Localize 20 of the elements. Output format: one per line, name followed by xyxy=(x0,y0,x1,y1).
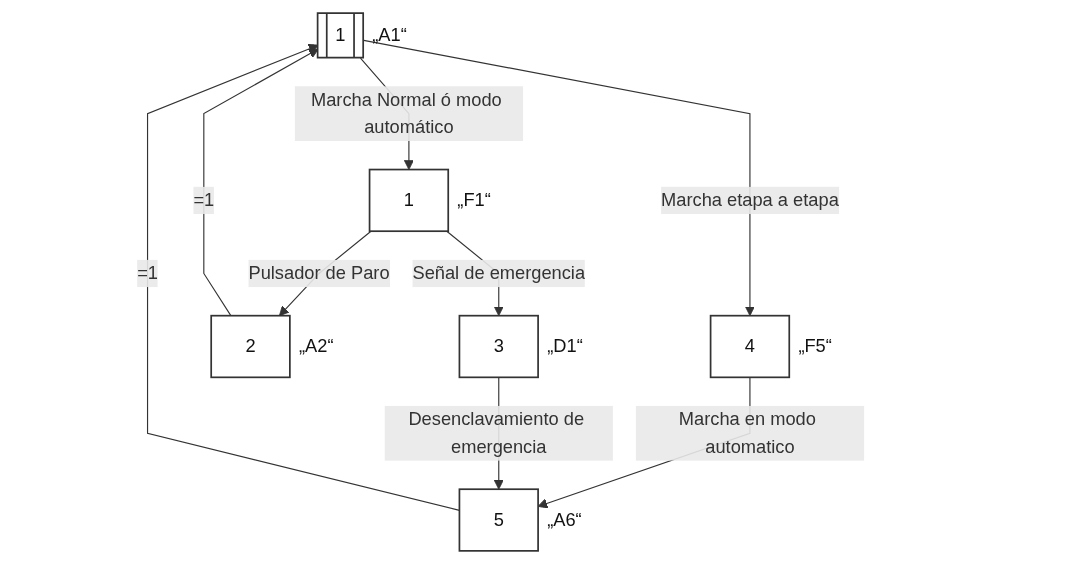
node-box: 2 xyxy=(210,314,291,379)
action-label: „A1“ xyxy=(372,24,407,46)
edge-label: Desenclavamiento de emergencia xyxy=(408,409,585,457)
action-label: „A2“ xyxy=(299,335,334,357)
node-box: 4 xyxy=(709,314,791,379)
action-label: „F5“ xyxy=(798,335,832,357)
edge-label: Pulsador de Paro xyxy=(248,263,390,283)
edge-label: Marcha Normal ó modo automático xyxy=(311,89,502,137)
arrow xyxy=(203,48,319,317)
edge-label: Señal de emergencia xyxy=(412,263,586,283)
action-label: „F1“ xyxy=(457,189,491,211)
node-box: 5 xyxy=(458,488,540,552)
action-label: „D1“ xyxy=(547,335,583,357)
edge-label: Marcha en modo automatico xyxy=(678,409,817,457)
edge-label: Marcha etapa a etapa xyxy=(661,190,839,210)
node-box: 1 xyxy=(368,168,450,233)
node-box: 3 xyxy=(458,314,540,379)
edge-label: =1 xyxy=(137,263,159,283)
action-label: „A6“ xyxy=(547,508,582,530)
edge-label: =1 xyxy=(193,190,215,210)
